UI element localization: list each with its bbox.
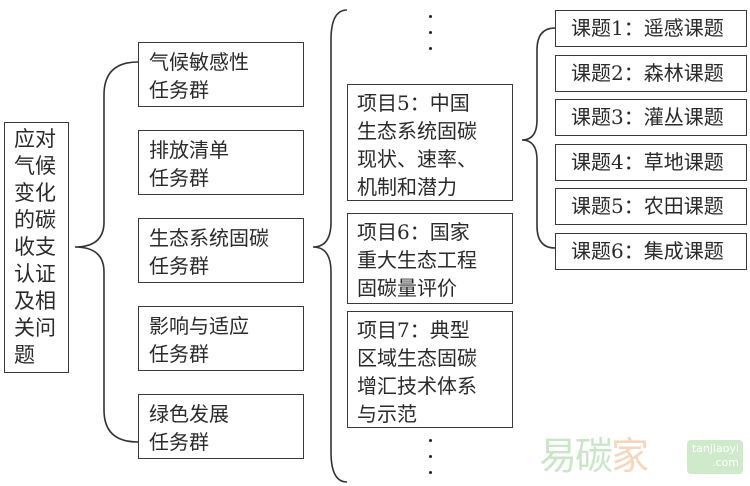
task-group-title: 影响与适应 xyxy=(149,314,249,338)
task-group-suffix: 任务群 xyxy=(149,342,209,366)
ellipsis-dot xyxy=(429,471,432,474)
project-line: 项目6：国家 xyxy=(357,220,470,244)
project-line: 与示范 xyxy=(357,402,417,426)
task-group-suffix: 任务群 xyxy=(149,78,209,102)
project-line: 项目7：典型 xyxy=(357,318,470,342)
project-line: 项目5：中国 xyxy=(357,91,470,115)
task-group-climate-sensitivity: 气候敏感性 任务群 xyxy=(138,42,304,107)
project-line: 机制和潜力 xyxy=(357,175,457,199)
root-topic-label: 应对气候变化的碳收支认证及相关问题 xyxy=(14,127,56,367)
task-group-title: 排放清单 xyxy=(149,138,229,162)
task-group-emission-inventory: 排放清单 任务群 xyxy=(138,130,304,195)
task-group-green-development: 绿色发展 任务群 xyxy=(138,394,304,459)
project-line: 区域生态固碳 xyxy=(357,346,477,370)
task-group-suffix: 任务群 xyxy=(149,430,209,454)
ellipsis-dot xyxy=(429,31,432,34)
topic-1-box: 课题1：遥感课题 xyxy=(555,10,747,47)
task-group-title: 绿色发展 xyxy=(149,402,229,426)
project-line: 固碳量评价 xyxy=(357,276,457,300)
ellipsis-dot xyxy=(429,47,432,50)
task-group-suffix: 任务群 xyxy=(149,254,209,278)
watermark-brand-part2: 家 xyxy=(611,434,649,478)
project-line: 现状、速率、 xyxy=(357,147,477,171)
project-line: 增汇技术体系 xyxy=(357,374,477,398)
task-group-title: 气候敏感性 xyxy=(149,50,249,74)
watermark-domain-tag: tanjiaoyi .com xyxy=(687,440,743,474)
brace-group-to-projects xyxy=(312,9,348,483)
project-line: 重大生态工程 xyxy=(357,248,477,272)
watermark-brand-part1: 易碳 xyxy=(539,434,613,478)
project-5-box: 项目5：中国 生态系统固碳 现状、速率、 机制和潜力 xyxy=(347,84,513,201)
watermark-brand-text: 易碳家 xyxy=(539,432,649,480)
root-topic-box: 应对气候变化的碳收支认证及相关问题 xyxy=(4,122,69,373)
topic-4-box: 课题4：草地课题 xyxy=(555,144,747,181)
topic-2-box: 课题2：森林课题 xyxy=(555,55,747,92)
ellipsis-dot xyxy=(429,439,432,442)
ellipsis-dot xyxy=(429,455,432,458)
ellipsis-dot xyxy=(429,15,432,18)
topic-3-box: 课题3：灌丛课题 xyxy=(555,99,747,136)
task-group-ecosystem-carbon-sequestration: 生态系统固碳 任务群 xyxy=(138,218,304,283)
watermark-domain-line1: tanjiaoyi xyxy=(691,442,739,455)
watermark-domain-line2: .com xyxy=(712,456,739,469)
topic-5-box: 课题5：农田课题 xyxy=(555,188,747,225)
project-line: 生态系统固碳 xyxy=(357,119,477,143)
project-7-box: 项目7：典型 区域生态固碳 增汇技术体系 与示范 xyxy=(347,311,513,428)
topic-6-box: 课题6：集成课题 xyxy=(555,233,747,270)
task-group-impact-adaptation: 影响与适应 任务群 xyxy=(138,306,304,371)
project-6-box: 项目6：国家 重大生态工程 固碳量评价 xyxy=(347,213,513,304)
task-group-title: 生态系统固碳 xyxy=(149,226,269,250)
brace-project-to-topics xyxy=(521,27,556,249)
task-group-suffix: 任务群 xyxy=(149,166,209,190)
brace-root-to-groups xyxy=(74,61,139,443)
watermark-logo: 易碳家 tanjiaoyi .com xyxy=(535,432,745,482)
